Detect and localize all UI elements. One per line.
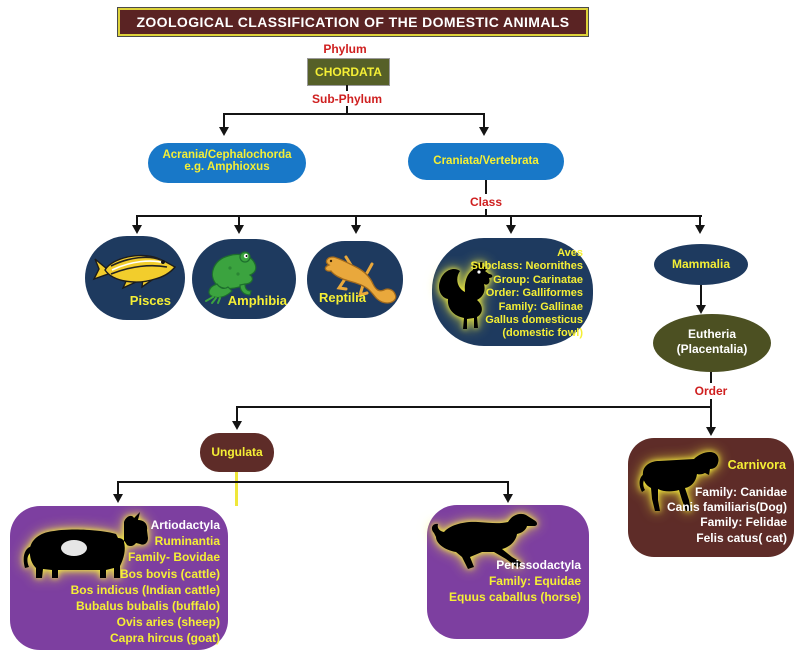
amphibia-node: Amphibia	[192, 239, 296, 319]
connector-line	[710, 372, 712, 383]
amphibia-label: Amphibia	[227, 293, 287, 308]
eutheria-line1: Eutheria	[687, 327, 736, 341]
arrowhead	[219, 127, 229, 136]
pisces-node: Pisces	[85, 236, 185, 320]
artiodactyla-heading: Artiodactyla	[150, 518, 220, 532]
eutheria-node: Eutheria (Placentalia)	[653, 314, 771, 372]
arrowhead	[696, 305, 706, 314]
connector-line	[699, 215, 701, 226]
connector-line-yellow	[235, 472, 238, 506]
perissodactyla-heading: Perissodactyla	[496, 558, 581, 572]
arrowhead	[695, 225, 705, 234]
connector-line	[238, 215, 240, 226]
chordata-box: CHORDATA	[307, 58, 390, 86]
arrowhead	[232, 421, 242, 430]
arrowhead	[113, 494, 123, 503]
connector-line	[346, 85, 348, 91]
arrowhead	[479, 127, 489, 136]
pisces-label: Pisces	[129, 293, 171, 308]
mammalia-node: Mammalia	[654, 244, 748, 285]
class-label: Class	[469, 195, 503, 209]
connector-line	[700, 285, 702, 306]
perissodactyla-text: Perissodactyla Family: Equidae Equus cab…	[448, 558, 581, 604]
acrania-box: Acrania/Cephalochorda e.g. Amphioxus	[148, 143, 306, 183]
connector-line	[223, 113, 225, 128]
connector-line	[510, 215, 512, 226]
artiodactyla-box: Artiodactyla Ruminantia Family- Bovidae …	[10, 506, 228, 650]
reptilia-node: Reptilia	[307, 241, 403, 318]
artiodactyla-text: Artiodactyla Ruminantia Family- Bovidae …	[70, 518, 220, 646]
connector-line	[485, 180, 487, 194]
phylum-label: Phylum	[323, 42, 367, 56]
perissodactyla-box: Perissodactyla Family: Equidae Equus cab…	[427, 505, 589, 639]
connector-line	[117, 481, 509, 483]
fish-icon	[92, 254, 177, 290]
order-label: Order	[694, 384, 728, 398]
connector-line	[483, 113, 485, 128]
carnivora-box: Carnivora Family: Canidae Canis familiar…	[628, 438, 794, 557]
arrowhead	[503, 494, 513, 503]
arrowhead	[506, 225, 516, 234]
ungulata-box: Ungulata	[200, 433, 274, 472]
connector-line	[136, 215, 138, 226]
page-title: ZOOLOGICAL CLASSIFICATION OF THE DOMESTI…	[118, 8, 588, 36]
horse-icon	[431, 513, 537, 569]
carnivora-title: Carnivora	[727, 458, 786, 472]
connector-line	[710, 399, 712, 407]
acrania-line1: Acrania/Cephalochorda	[162, 149, 292, 161]
connector-line	[346, 106, 348, 115]
cow-icon	[23, 512, 149, 578]
arrowhead	[351, 225, 361, 234]
frog-icon	[205, 251, 257, 304]
connector-line	[137, 215, 702, 217]
dog-icon	[639, 452, 719, 511]
connector-line	[223, 113, 485, 115]
connector-line	[236, 406, 238, 422]
connector-line	[236, 406, 712, 408]
arrowhead	[234, 225, 244, 234]
lizard-icon	[324, 255, 397, 304]
connector-line	[355, 215, 357, 226]
aves-node: Aves Subclass: Neornithes Group: Carinat…	[432, 238, 593, 346]
craniata-box: Craniata/Vertebrata	[408, 143, 564, 180]
sub-phylum-label: Sub-Phylum	[311, 92, 382, 106]
connector-line	[507, 481, 509, 495]
connector-line	[710, 406, 712, 428]
carnivora-text: Family: Canidae Canis familiaris(Dog) Fa…	[666, 485, 787, 545]
arrowhead	[706, 427, 716, 436]
arrowhead	[132, 225, 142, 234]
connector-line	[117, 481, 119, 495]
acrania-line2: e.g. Amphioxus	[184, 161, 270, 173]
reptilia-label: Reptilia	[319, 290, 366, 305]
aves-text: Aves Subclass: Neornithes Group: Carinat…	[470, 247, 583, 340]
connector-line	[485, 209, 487, 217]
eutheria-line2: (Placentalia)	[676, 342, 748, 356]
rooster-icon	[438, 262, 493, 329]
